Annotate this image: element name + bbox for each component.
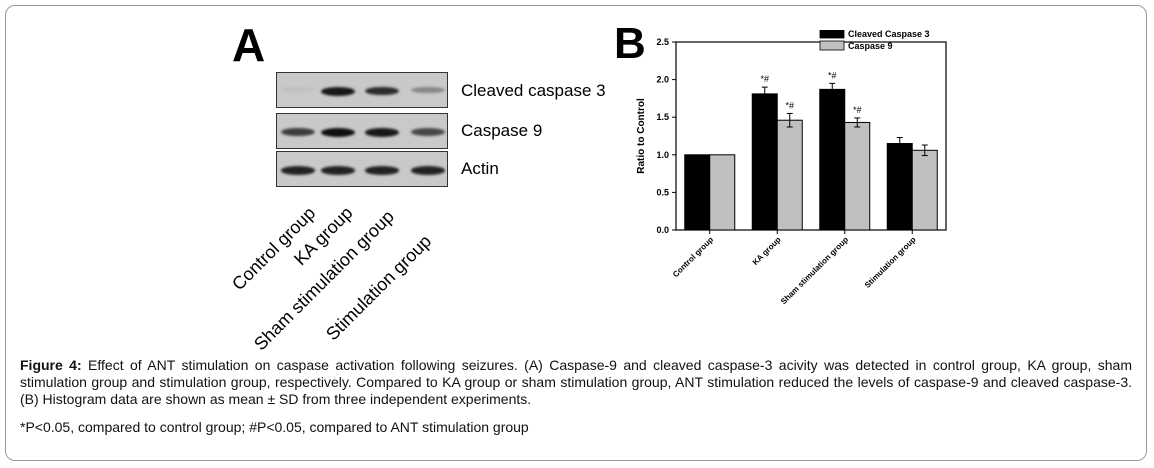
plot-frame [675,41,947,231]
caption-note: *P<0.05, compared to control group; #P<0… [20,419,529,435]
blot-label-caspase-9: Caspase 9 [461,121,543,140]
figure-caption: Figure 4: Effect of ANT stimulation on c… [20,357,1132,408]
bar [886,143,913,231]
caption-label: Figure 4: [20,357,82,373]
bar [819,88,846,231]
caption-text: Effect of ANT stimulation on caspase act… [20,357,1132,407]
figure-frame [5,5,1147,461]
bar [709,154,736,231]
x-tick-label: Control group [671,235,715,279]
panel-a-letter: A [232,19,266,71]
blot-band [321,87,355,96]
y-axis-label: Ratio to Control [636,98,647,174]
blot-band [281,166,315,175]
significance-label: *# [828,70,837,80]
x-tick-label: KA group [751,235,783,267]
blot-band [281,87,315,93]
y-tick-label: 2.0 [656,75,669,85]
blot-band [281,128,315,136]
y-tick-label: 2.5 [656,37,669,47]
legend-swatch [819,30,845,39]
bar [684,154,711,231]
blot-band [411,128,445,136]
y-tick-label: 1.5 [656,112,669,122]
blot-cleaved-caspase-3 [276,72,448,108]
blot-caspase-9 [276,113,448,149]
bar [911,149,938,231]
legend-label: Caspase 9 [848,41,893,51]
blot-band [365,87,399,96]
blot-band [365,128,399,137]
blot-label-actin: Actin [461,159,499,178]
y-tick-label: 0.5 [656,187,669,197]
bar [844,121,871,231]
y-tick-label: 0.0 [656,225,669,235]
legend-swatch [819,40,845,51]
y-tick-label: 1.0 [656,150,669,160]
panel-b-letter: B [614,19,646,68]
bar [751,93,778,231]
blot-actin [276,151,448,187]
blot-band [411,166,445,175]
blot-band [321,128,355,137]
blot-band [411,87,445,94]
significance-label: *# [760,74,769,84]
significance-label: *# [785,100,794,110]
x-tick-label: Sham stimulation group [779,235,850,306]
blot-band [365,166,399,175]
legend-label: Cleaved Caspase 3 [848,30,930,39]
blot-band [321,166,355,175]
significance-label: *# [853,105,862,115]
bar [776,119,803,231]
x-tick-label: Stimulation group [863,235,918,290]
blot-label-cleaved-caspase-3: Cleaved caspase 3 [461,81,606,100]
